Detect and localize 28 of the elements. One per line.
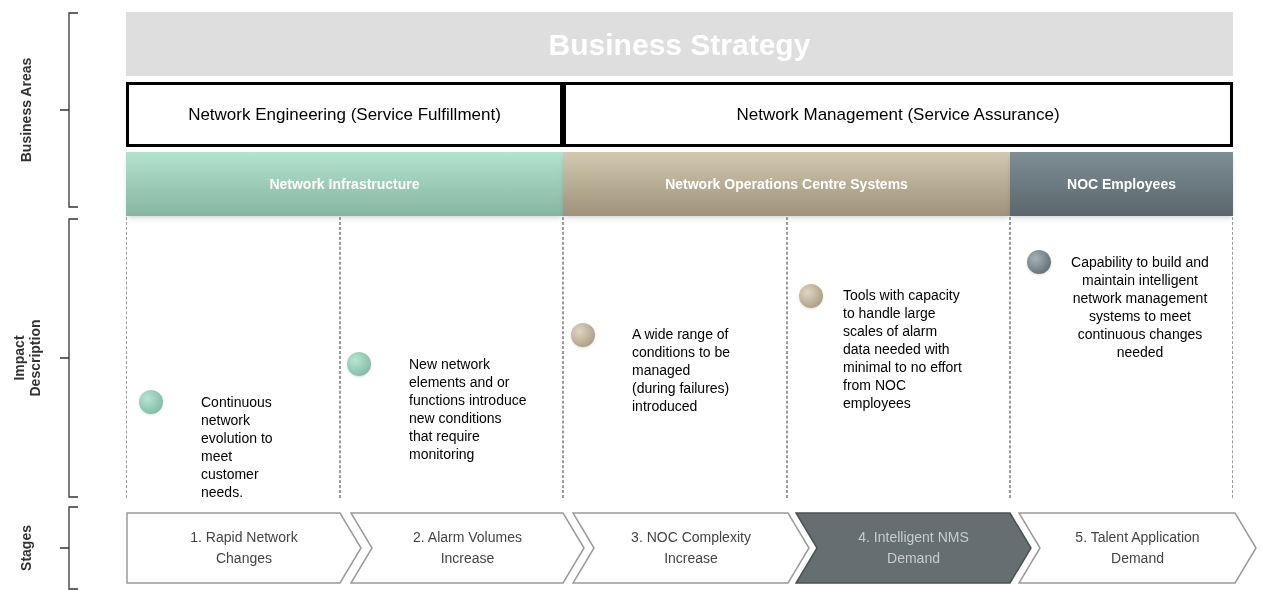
- area-box: Network Engineering (Service Fulfillment): [126, 82, 563, 147]
- stage-step: [350, 512, 585, 584]
- stage-step: [572, 512, 810, 584]
- area-box: Network Management (Service Assurance): [563, 82, 1233, 147]
- stage-label: 3. NOC Complexity Increase: [630, 528, 752, 568]
- impact-column: [1010, 217, 1233, 498]
- stage-step: [126, 512, 362, 584]
- impact-column: [340, 217, 563, 498]
- category-bar: Network Operations Centre Systems: [563, 152, 1010, 216]
- side-label: Impact Description: [10, 319, 42, 397]
- impact-column: [563, 217, 787, 498]
- stage-label: 4. Intelligent NMS Demand: [857, 528, 970, 568]
- impact-text: New network elements and or functions introduce new conditions that require monitoring: [409, 355, 527, 463]
- stage-label: 2. Alarm Volumes Increase: [412, 528, 523, 568]
- impact-text: Capability to build and maintain intelligent network management systems to meet continuous changes needed: [1070, 253, 1210, 361]
- side-label: Stages: [18, 525, 34, 571]
- impact-column: [126, 217, 340, 498]
- stage-step: [795, 512, 1032, 584]
- impact-text: Continuous network evolution to meet customer needs.: [201, 393, 274, 501]
- stage-label: 1. Rapid Network Changes: [189, 528, 299, 568]
- impact-text: A wide range of conditions to be managed (during failures) introduced: [632, 325, 732, 415]
- impact-column: [787, 217, 1010, 498]
- stage-step: [1018, 512, 1257, 584]
- category-bar: NOC Employees: [1010, 152, 1233, 216]
- impact-text: Tools with capacity to handle large scales of alarm data needed with minimal to no effort from NOC employees: [843, 286, 963, 412]
- side-label: Business Areas: [18, 57, 34, 163]
- stage-label: 5. Talent Application Demand: [1074, 528, 1201, 568]
- category-bar: Network Infrastructure: [126, 152, 563, 216]
